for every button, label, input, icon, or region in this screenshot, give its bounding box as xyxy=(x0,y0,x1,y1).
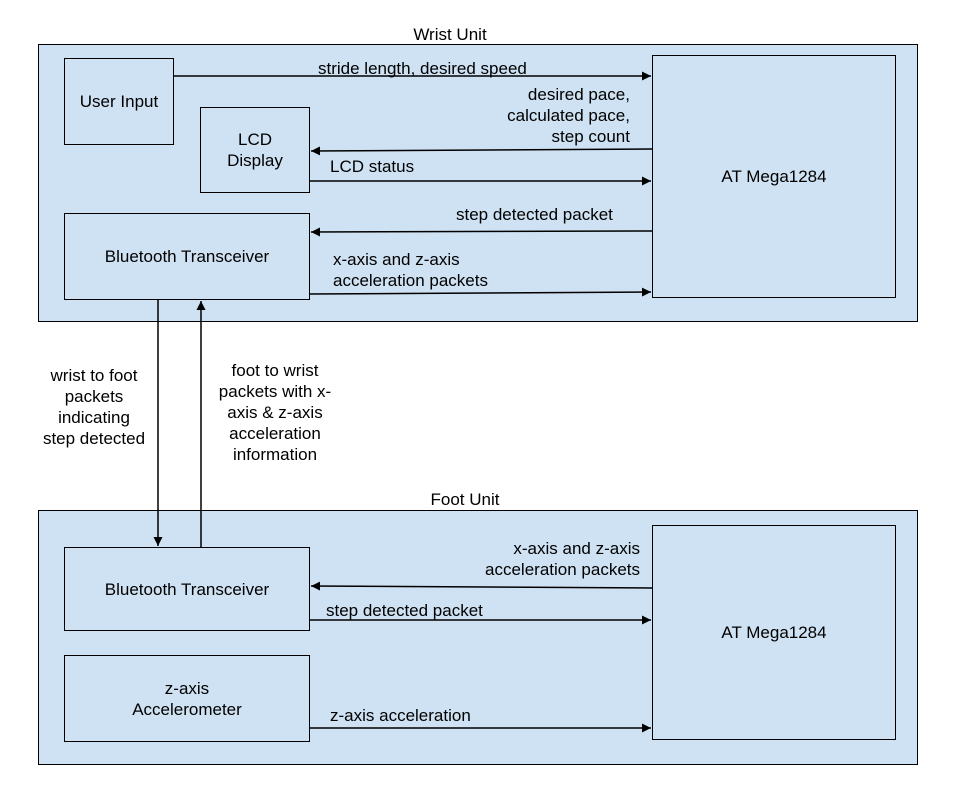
arrow-wrist-bluetooth-to-mcu xyxy=(309,287,652,297)
signal-wrist-step-detected: step detected packet xyxy=(456,205,613,224)
wrist-user-input-block: User Input xyxy=(64,58,174,145)
foot-unit-title: Foot Unit xyxy=(430,490,500,509)
foot-bluetooth-block: Bluetooth Transceiver xyxy=(64,547,310,631)
signal-wrist-acceleration-packets: x-axis and z-axis acceleration packets xyxy=(333,250,488,290)
link-wrist-to-foot-label: wrist to foot packets indicating step de… xyxy=(42,366,146,448)
signal-foot-acceleration-packets: x-axis and z-axis acceleration packets xyxy=(485,539,640,579)
wrist-mcu-block: AT Mega1284 xyxy=(652,55,896,298)
arrow-mcu-to-lcd-pace xyxy=(310,146,653,156)
wrist-unit-title: Wrist Unit xyxy=(413,25,487,44)
arrow-mcu-to-wrist-bluetooth xyxy=(310,227,653,237)
foot-accelerometer-block: z-axis Accelerometer xyxy=(64,655,310,742)
signal-lcd-status: LCD status xyxy=(330,157,415,176)
foot-mcu-block: AT Mega1284 xyxy=(652,525,896,740)
wrist-lcd-display-block: LCD Display xyxy=(200,107,310,193)
signal-pace-step-count: desired pace, calculated pace, step coun… xyxy=(507,85,630,146)
signal-stride-length-desired-speed: stride length, desired speed xyxy=(318,59,527,78)
signal-foot-step-detected: step detected packet xyxy=(326,601,483,620)
signal-z-axis-acceleration: z-axis acceleration xyxy=(330,706,471,725)
link-foot-to-wrist-label: foot to wrist packets with x- axis & z-a… xyxy=(218,361,332,464)
arrow-foot-mcu-to-bluetooth xyxy=(310,581,653,591)
wrist-bluetooth-block: Bluetooth Transceiver xyxy=(64,213,310,300)
